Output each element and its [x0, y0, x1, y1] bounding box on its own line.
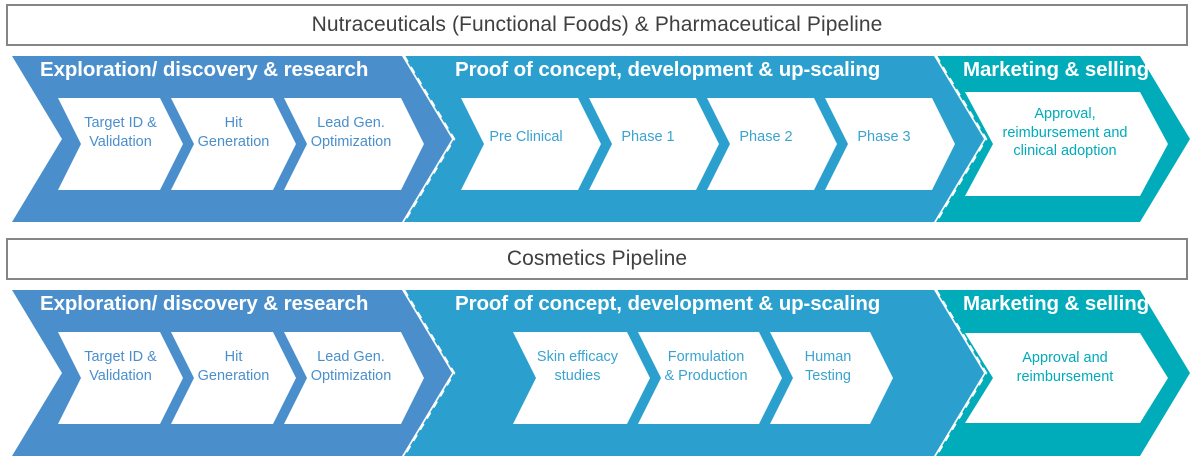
step-label-formulation: Formulation & Production: [664, 349, 748, 384]
step-label-phase-3: Phase 3: [857, 129, 911, 145]
pipeline-2-title-bar: Cosmetics Pipeline: [6, 238, 1188, 280]
step-label-skin-efficacy: Skin efficacy studies: [536, 349, 619, 384]
pipeline-2-band: Exploration/ discovery & research Proof …: [0, 286, 1200, 460]
step-chevron-hit-generation-1[interactable]: [171, 98, 296, 190]
pipeline-1-title-bar: Nutraceuticals (Functional Foods) & Phar…: [6, 4, 1188, 46]
step-chevron-human-testing[interactable]: [770, 332, 893, 424]
step-label-approval-2: Approval and reimbursement: [1016, 350, 1114, 385]
stage-heading-marketing-2: Marketing & selling: [963, 292, 1150, 315]
pipeline-2-shapes: [12, 289, 1190, 457]
step-label-target-id-2: Target ID & Validation: [84, 349, 157, 384]
pipeline-1-band: Exploration/ discovery & research Proof …: [0, 52, 1200, 226]
stage-divider-1b: [934, 55, 988, 223]
step-chevron-target-id-1[interactable]: [58, 98, 183, 190]
step-label-pre-clinical: Pre Clinical: [489, 129, 563, 145]
step-chevron-hit-generation-2[interactable]: [171, 332, 296, 424]
stage-divider-1a: [402, 55, 456, 223]
stage-heading-exploration-1: Exploration/ discovery & research: [40, 58, 369, 81]
step-label-target-id-1: Target ID & Validation: [84, 115, 157, 150]
step-chevron-lead-gen-1[interactable]: [284, 98, 424, 190]
step-chevron-approval-1[interactable]: [965, 92, 1168, 196]
step-label-lead-gen-1: Lead Gen. Optimization: [310, 115, 392, 150]
pipeline-1-shapes: [12, 55, 1190, 223]
step-label-phase-1: Phase 1: [621, 129, 675, 145]
step-label-hit-generation-1: Hit Generation: [197, 115, 270, 150]
step-chevron-lead-gen-2[interactable]: [284, 332, 424, 424]
stage-heading-proof-2: Proof of concept, development & up-scali…: [455, 292, 881, 315]
step-label-human-testing: Human Testing: [804, 349, 852, 384]
stage-heading-proof-1: Proof of concept, development & up-scali…: [455, 58, 881, 81]
stage-heading-exploration-2: Exploration/ discovery & research: [40, 292, 369, 315]
step-chevron-phase-3[interactable]: [825, 98, 955, 190]
pipeline-1-title: Nutraceuticals (Functional Foods) & Phar…: [311, 13, 883, 36]
step-chevron-phase-1[interactable]: [589, 98, 719, 190]
stage-divider-2a: [402, 289, 456, 457]
pipeline-2-title: Cosmetics Pipeline: [506, 247, 688, 270]
stage-heading-marketing-1: Marketing & selling: [963, 58, 1150, 81]
step-chevron-formulation[interactable]: [638, 332, 782, 424]
step-chevron-phase-2[interactable]: [707, 98, 837, 190]
stage-divider-2b: [934, 289, 988, 457]
step-label-lead-gen-2: Lead Gen. Optimization: [310, 349, 392, 384]
step-label-hit-generation-2: Hit Generation: [197, 349, 270, 384]
step-chevron-pre-clinical[interactable]: [461, 98, 601, 190]
step-chevron-target-id-2[interactable]: [58, 332, 183, 424]
step-label-phase-2: Phase 2: [739, 129, 793, 145]
step-chevron-approval-2[interactable]: [965, 333, 1168, 423]
step-chevron-skin-efficacy[interactable]: [513, 332, 650, 424]
step-label-approval-1: Approval, reimbursement and clinical ado…: [1002, 106, 1128, 160]
